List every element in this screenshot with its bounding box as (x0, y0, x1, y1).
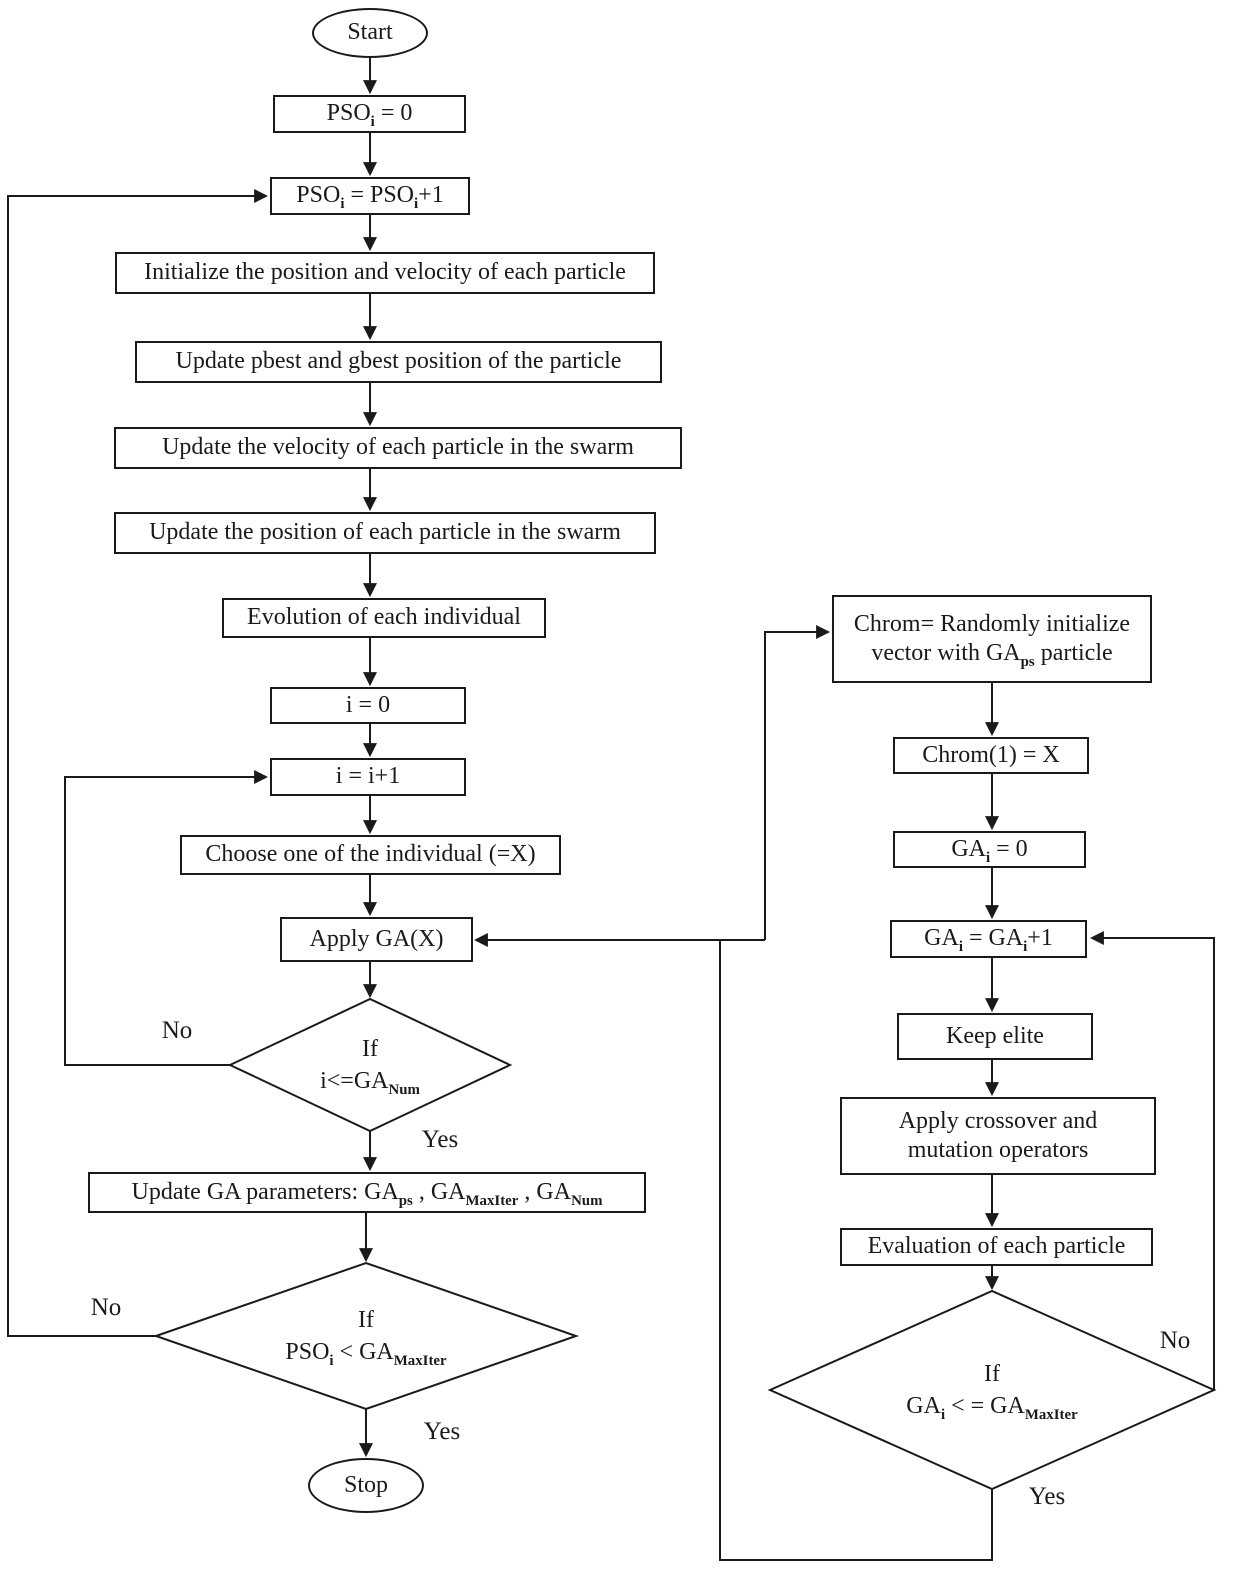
terminal-start: Start (312, 8, 428, 58)
process-ga-counter-init: GAi = 0 (893, 831, 1086, 868)
process-keep-elite: Keep elite (897, 1013, 1093, 1060)
process-update-pbest-gbest-label: Update pbest and gbest position of the p… (175, 348, 622, 375)
edge-call-to-chrominit (764, 625, 831, 940)
process-i-init-label: i = 0 (345, 691, 391, 718)
process-ga-counter-increment-label: GAi = GAi+1 (924, 925, 1053, 956)
edge-d1-no-loop-to-iinc (64, 770, 269, 1066)
edge-label-d3-yes: Yes (1028, 1483, 1066, 1510)
edge-label-d2-no: No (90, 1294, 122, 1321)
terminal-stop-label: Stop (343, 1471, 388, 1498)
process-update-velocity: Update the velocity of each particle in … (114, 427, 682, 469)
process-choose-individual: Choose one of the individual (=X) (180, 835, 561, 875)
process-evolution-label: Evolution of each individual (247, 604, 521, 631)
decision-gai-le-gamaxiter (767, 1289, 1217, 1491)
process-pso-counter-init-label: PSOi = 0 (326, 100, 413, 131)
process-update-velocity-label: Update the velocity of each particle in … (162, 434, 634, 461)
process-pso-counter-increment-label: PSOi = PSOi+1 (296, 182, 444, 213)
process-update-ga-parameters: Update GA parameters: GAps , GAMaxIter ,… (88, 1172, 646, 1213)
process-pso-counter-increment: PSOi = PSOi+1 (270, 177, 470, 215)
terminal-stop: Stop (308, 1458, 424, 1513)
edge-d2-no-loop-to-psoinc (7, 189, 269, 1337)
decision-i-le-ganum (227, 997, 513, 1133)
process-initialize-particles-label: Initialize the position and velocity of … (144, 259, 626, 286)
process-chrom1-assign-label: Chrom(1) = X (922, 741, 1060, 768)
edge-label-d1-yes: Yes (421, 1126, 459, 1153)
decision-pso-lt-gamaxiter (152, 1261, 580, 1411)
process-evaluation: Evaluation of each particle (840, 1228, 1153, 1266)
process-initialize-particles: Initialize the position and velocity of … (115, 252, 655, 294)
process-i-increment: i = i+1 (270, 758, 466, 796)
process-update-position: Update the position of each particle in … (114, 512, 656, 554)
process-apply-ga-label: Apply GA(X) (309, 925, 444, 952)
process-update-pbest-gbest: Update pbest and gbest position of the p… (135, 341, 662, 383)
terminal-start-label: Start (347, 19, 393, 46)
process-update-ga-parameters-label: Update GA parameters: GAps , GAMaxIter ,… (131, 1178, 603, 1209)
edge-label-d2-yes: Yes (423, 1418, 461, 1445)
process-ga-counter-increment: GAi = GAi+1 (890, 920, 1087, 958)
edge-label-d3-no: No (1159, 1327, 1191, 1354)
process-i-increment-label: i = i+1 (335, 763, 401, 790)
process-update-position-label: Update the position of each particle in … (149, 519, 621, 546)
process-apply-ga: Apply GA(X) (280, 917, 473, 962)
process-i-init: i = 0 (270, 687, 466, 724)
process-evolution: Evolution of each individual (222, 598, 546, 638)
process-ga-counter-init-label: GAi = 0 (951, 835, 1028, 866)
edge-d3-yes-return (719, 940, 993, 1561)
process-keep-elite-label: Keep elite (946, 1022, 1044, 1049)
process-evaluation-label: Evaluation of each particle (867, 1233, 1126, 1260)
process-pso-counter-init: PSOi = 0 (273, 95, 466, 133)
edge-label-d1-no: No (161, 1017, 193, 1044)
process-chrom1-assign: Chrom(1) = X (893, 737, 1089, 774)
edge-d3-no-loop-to-gainc (1089, 931, 1215, 1390)
process-choose-individual-label: Choose one of the individual (=X) (205, 841, 536, 868)
